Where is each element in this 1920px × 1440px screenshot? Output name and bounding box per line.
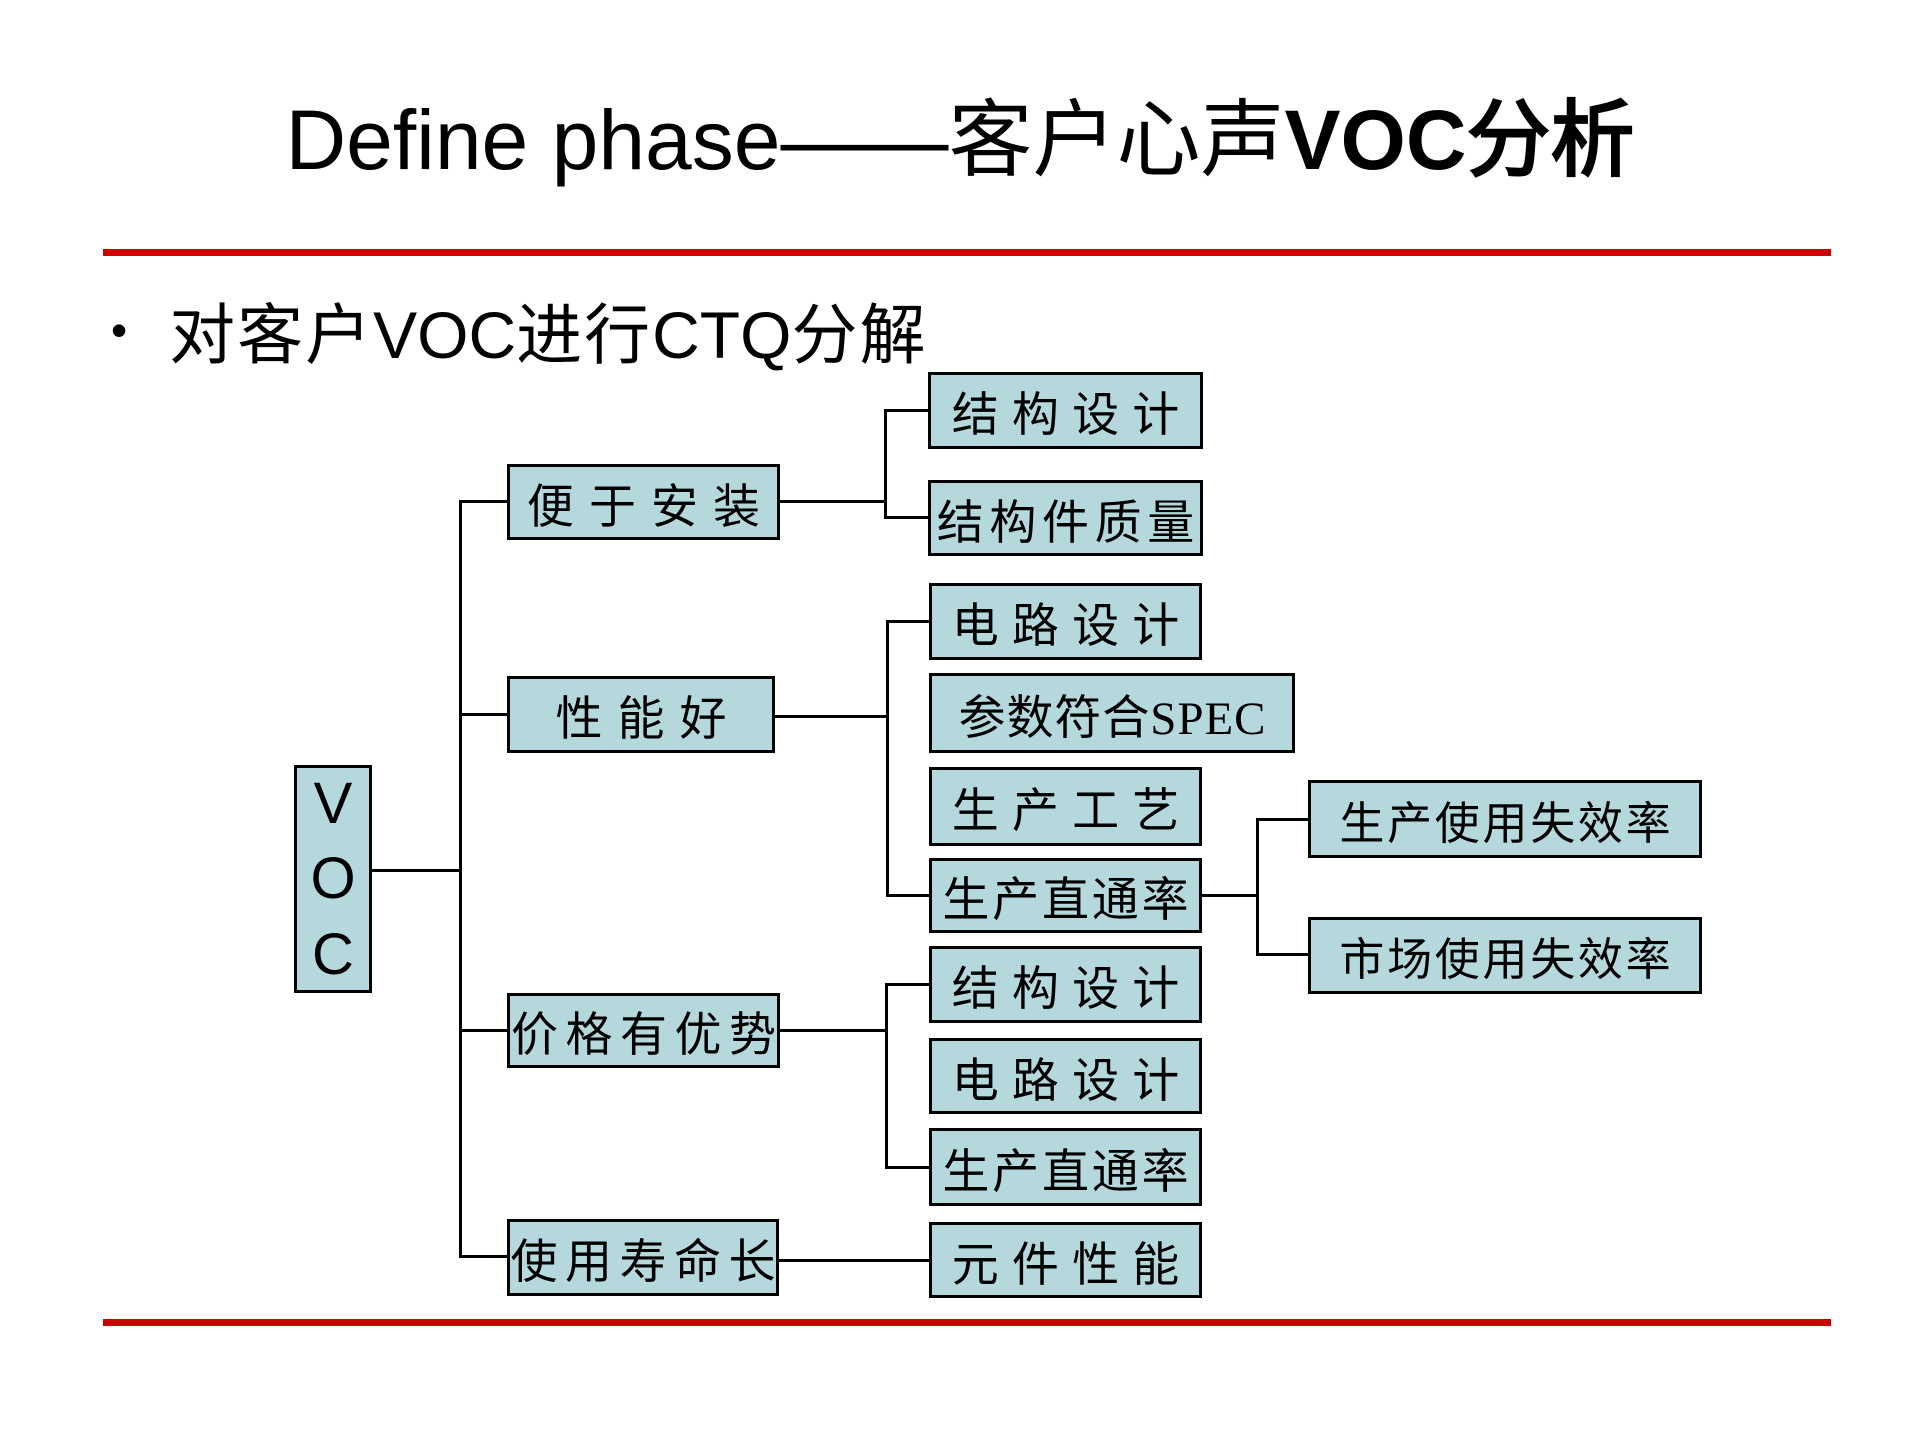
connector-line [884,409,887,519]
connector-line [884,516,928,519]
title-text-right: 分析 [1466,93,1635,187]
node-struct-design-2: 结构设计 [929,946,1202,1023]
node-good-performance: 性能好 [507,676,775,753]
node-production-process: 生产工艺 [929,767,1202,846]
slide-title: Define phase——客户心声VOC分析 [0,92,1920,189]
node-long-life: 使用寿命长 [507,1219,779,1296]
connector-line [886,620,889,897]
connector-line [371,869,459,872]
connector-line [885,1166,929,1169]
connector-line [1256,818,1259,956]
connector-line [1256,818,1308,821]
node-char: C [312,921,354,987]
node-fpy-1: 生产直通率 [929,858,1202,933]
node-struct-design-1: 结构设计 [928,372,1203,449]
connector-line [780,1029,886,1032]
connector-line [459,500,462,1258]
connector-line [1202,894,1258,897]
node-circuit-design-1: 电路设计 [929,583,1202,660]
connector-line [885,983,888,1169]
node-circuit-design-2: 电路设计 [929,1038,1202,1114]
title-text-voc: VOC [1284,93,1467,187]
node-fpy-2: 生产直通率 [929,1128,1202,1206]
connector-line [886,620,929,623]
bullet-line: • 对客户VOC进行CTQ分解 [103,282,1703,378]
node-market-failure-rate: 市场使用失效率 [1308,917,1702,994]
connector-line [780,500,884,503]
connector-line [779,1259,929,1262]
connector-line [459,1029,507,1032]
node-easy-install: 便于安装 [507,464,780,540]
connector-line [886,894,929,897]
connector-line [459,500,507,503]
node-char: O [310,846,356,912]
connector-line [885,983,929,986]
node-component-performance: 元件性能 [929,1222,1202,1298]
node-char: V [313,770,353,836]
node-production-failure-rate: 生产使用失效率 [1308,780,1702,858]
connector-line [459,713,507,716]
bullet-text: 对客户VOC进行CTQ分解 [169,298,928,373]
node-price-advantage: 价格有优势 [507,993,780,1068]
connector-line [775,715,887,718]
connector-line [884,409,928,412]
top-red-rule [103,249,1831,256]
connector-line [1256,953,1308,956]
bullet-marker: • [111,304,128,356]
bottom-red-rule [103,1319,1831,1326]
node-struct-part-quality: 结构件质量 [928,480,1203,556]
title-text-left: Define phase——客户心声 [285,93,1285,187]
connector-line [459,1255,507,1258]
node-param-spec: 参数符合SPEC [929,673,1295,753]
